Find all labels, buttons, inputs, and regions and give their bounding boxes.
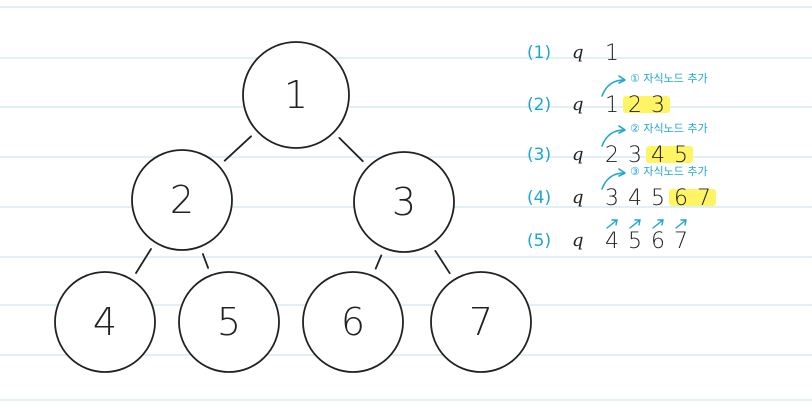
curved-arrow-icon [601,129,625,147]
queue-item-5: 5 [674,143,688,168]
queue-item-1: 1 [605,41,619,66]
tree-node-1: 1 [242,41,350,149]
curved-arrow-icon [601,172,625,190]
step-note: ③ 자식노드 추가 [630,165,708,178]
tree-node-circle [353,151,455,253]
step-label: (5) [527,231,551,251]
tree-node-2: 2 [131,149,233,251]
tree-edge-2-4 [135,248,152,274]
arrow-head-icon [618,168,626,177]
queue-item-7: 7 [697,186,711,211]
tree-edge-3-7 [434,249,451,275]
tree-node-circle [178,271,280,373]
tree-node-label: 5 [217,300,241,344]
tree-node-label: 6 [341,300,365,344]
queue-symbol: q [572,94,584,115]
queue-symbol: q [572,42,584,63]
tree-edges [135,135,451,275]
queue-item-4: 4 [628,186,642,211]
step-label: (4) [527,188,551,208]
queue-symbol: q [572,144,584,165]
queue-item-2: 2 [605,143,619,168]
tree-node-label: 4 [93,300,117,344]
queue-item-2: 2 [628,93,642,118]
queue-symbol: q [572,230,584,251]
tree-node-circle [430,271,532,373]
queue-item-6: 6 [651,229,665,254]
tree-node-label: 2 [170,178,194,222]
queue-symbol: q [572,187,584,208]
highlight-mark [623,96,670,113]
pointer-arrow-icon [675,219,687,229]
tree-edge-1-2 [223,135,253,162]
tree-nodes: 1 2 3 4 5 6 7 [54,41,532,373]
tree-node-circle [54,271,156,373]
highlight-mark [669,189,716,206]
step-label: (2) [527,95,551,115]
queue-item-3: 3 [651,93,665,118]
tree-node-circle [302,271,404,373]
highlight-mark [646,146,693,163]
arrow-head-icon [618,75,626,84]
queue-item-3: 3 [628,143,642,168]
queue-item-4: 4 [605,229,619,254]
step-note: ① 자식노드 추가 [630,72,708,85]
step-note: ② 자식노드 추가 [630,122,708,135]
tree-node-circle [242,41,350,149]
queue-item-7: 7 [674,229,688,254]
queue-item-1: 1 [605,93,619,118]
tree-node-3: 3 [353,151,455,253]
pointer-arrow-icon [606,219,618,229]
tree-node-7: 7 [430,271,532,373]
queue-item-5: 5 [651,186,665,211]
tree-node-5: 5 [178,271,280,373]
tree-node-circle [131,149,233,251]
tree-node-label: 7 [469,300,493,344]
tree-edge-2-5 [201,253,210,269]
tree-node-6: 6 [302,271,404,373]
curved-arrow-icon [601,79,625,97]
tree-node-4: 4 [54,271,156,373]
pointer-arrow-icon [652,219,664,229]
tree-edge-3-6 [374,254,383,270]
step-label: (1) [527,43,551,63]
tree-node-label: 1 [284,73,308,117]
arrow-head-icon [618,125,626,134]
tree-node-label: 3 [392,180,416,224]
queue-item-5: 5 [628,229,642,254]
queue-item-3: 3 [605,186,619,211]
queue-item-4: 4 [651,143,665,168]
queue-item-6: 6 [674,186,688,211]
pointer-arrow-icon [629,219,641,229]
tree-edge-1-3 [338,136,364,163]
step-label: (3) [527,145,551,165]
